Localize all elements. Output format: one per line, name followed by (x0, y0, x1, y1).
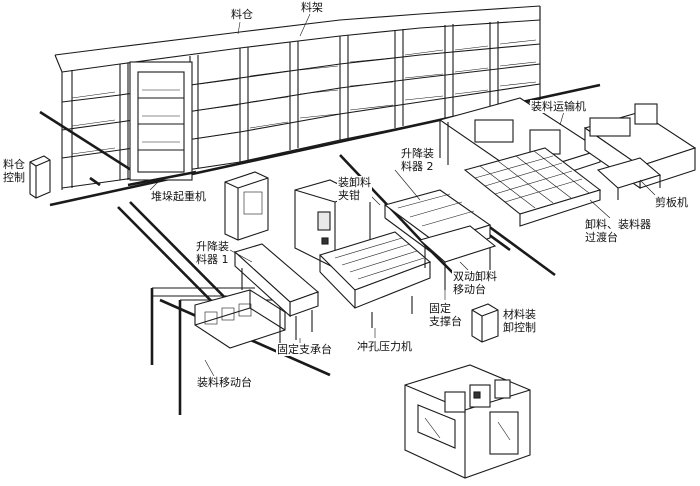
label-unload-load-clamp: 装卸料 夹钳 (337, 176, 372, 202)
stacker-crane-drawing (127, 61, 197, 187)
fixed-support-table-left-drawing (233, 243, 320, 340)
loading-moving-table-drawing (150, 287, 286, 415)
storage-rack (54, 5, 541, 190)
label-fixed-support-table-right: 固定 支撑台 (428, 302, 463, 328)
label-bin-control: 料仓 控制 (2, 158, 26, 184)
label-shearing-machine: 剪板机 (654, 196, 689, 209)
label-double-unload-table: 双动卸料 移动台 (452, 270, 498, 296)
material-load-control-cabinet (471, 303, 499, 343)
label-lifting-loader-1: 升降装 料器 1 (195, 240, 230, 266)
control-room-drawing (404, 364, 531, 479)
shearing-machine-drawing (583, 103, 697, 200)
label-loading-transporter: 装料运输机 (530, 100, 587, 113)
label-stacker-crane: 堆垛起重机 (150, 190, 207, 203)
label-loading-moving-table: 装料移动台 (196, 376, 253, 389)
label-lifting-loader-2: 升降装 料器 2 (400, 147, 435, 173)
bin-control-cabinet (29, 155, 51, 199)
loading-transporter-drawing (438, 97, 602, 227)
label-fixed-support-table-left: 固定支承台 (276, 343, 333, 356)
label-material-load-control: 材料装 卸控制 (502, 308, 537, 334)
loader-control-cabinet (224, 171, 269, 241)
label-material-rack: 料架 (300, 1, 324, 14)
punch-press-drawing (294, 179, 432, 328)
clamp-and-lifter2-drawing (383, 189, 497, 290)
label-material-bin: 料仓 (230, 8, 254, 21)
label-transfer-table: 卸料、装料器 过渡台 (584, 218, 652, 244)
label-punch-press: 冲孔压力机 (356, 340, 413, 353)
